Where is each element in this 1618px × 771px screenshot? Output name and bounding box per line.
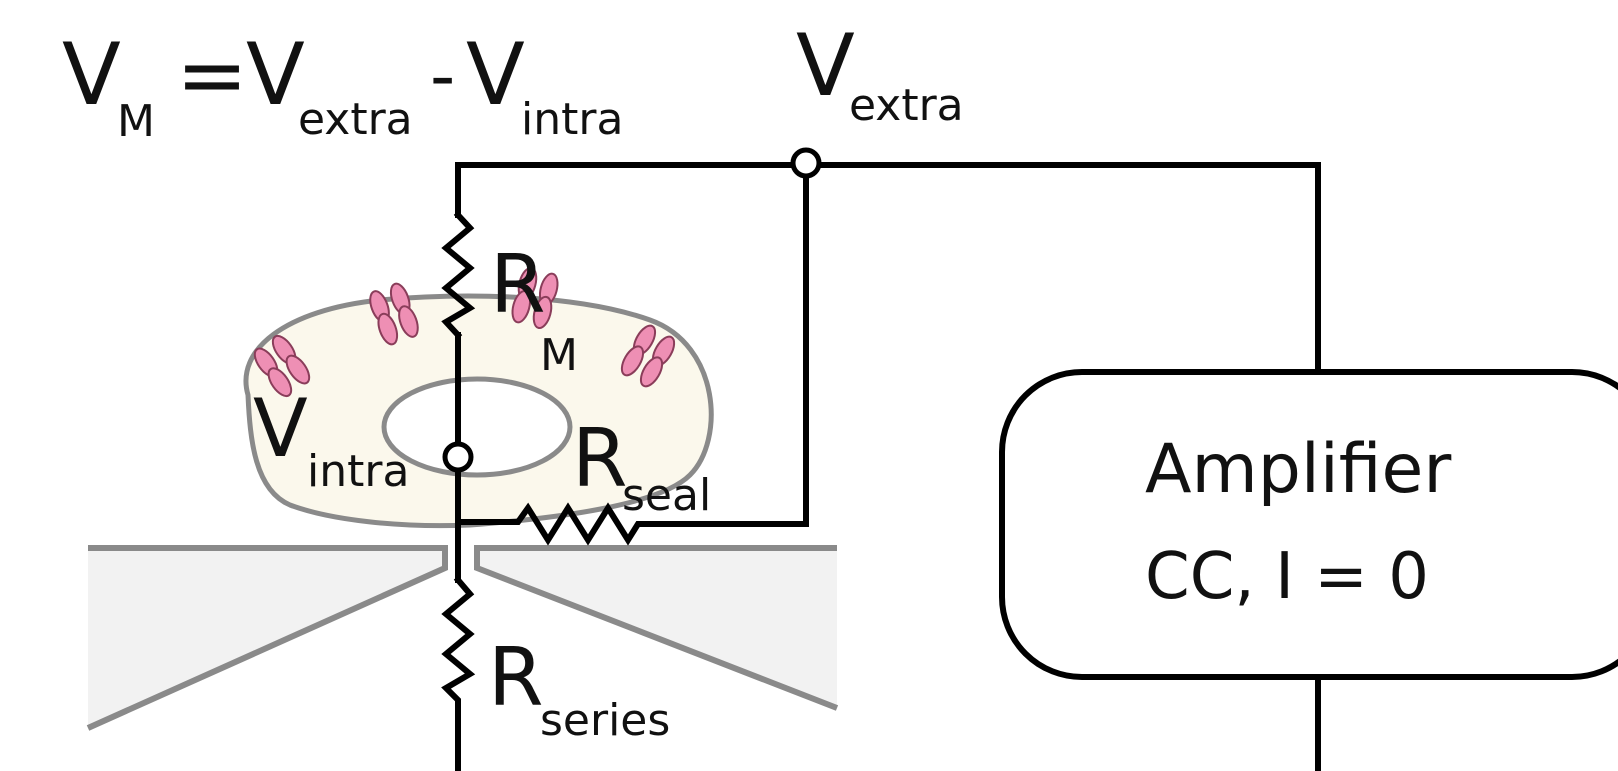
equation-vm-subscript: M: [117, 96, 155, 147]
ion-channel-icon: [253, 334, 311, 398]
node-extra-subscript: extra: [849, 80, 964, 131]
node-extra-symbol: V: [796, 16, 855, 116]
ion-channels: [253, 266, 676, 398]
equation-vintra-subscript: intra: [521, 94, 623, 145]
resistor-membrane-zigzag: [441, 210, 476, 340]
amplifier-title: Amplifier: [1145, 430, 1451, 509]
cell-nucleus: [381, 376, 573, 478]
ion-channel-icon: [511, 266, 559, 330]
node-extra: [790, 147, 822, 179]
ion-channel-icon: [620, 324, 676, 388]
resistor-series-subscript: series: [540, 695, 670, 746]
resistor-seal-subscript: seal: [622, 470, 711, 521]
resistor-series-zigzag: [441, 575, 476, 771]
pipette-left-wall: [88, 548, 445, 728]
equation-vextra-subscript: extra: [298, 94, 413, 145]
equation-vextra-symbol: V: [246, 25, 305, 125]
resistor-seal-symbol: R: [572, 412, 628, 505]
resistor-membrane-subscript: M: [540, 330, 578, 381]
amplifier-box: [999, 369, 1618, 680]
cell: [243, 293, 714, 529]
amplifier-mode: CC, I = 0: [1145, 540, 1429, 614]
equation-minus: -: [430, 35, 455, 117]
resistor-seal-zigzag: [455, 162, 809, 546]
equation-equals: =: [176, 25, 248, 125]
equation-vintra-symbol: V: [466, 25, 525, 125]
wire-top-rail: [455, 162, 1321, 378]
node-intra-symbol: V: [253, 382, 308, 475]
resistor-series-symbol: R: [488, 631, 544, 724]
node-intra: [442, 441, 474, 473]
pipette-right-wall: [477, 548, 837, 708]
node-intra-subscript: intra: [307, 446, 409, 497]
ion-channel-icon: [369, 282, 419, 346]
equation: V M = V extra - V intra: [62, 25, 623, 147]
pipette: [86, 545, 839, 731]
resistor-membrane-symbol: R: [490, 238, 546, 331]
equation-vm-symbol: V: [62, 25, 121, 125]
